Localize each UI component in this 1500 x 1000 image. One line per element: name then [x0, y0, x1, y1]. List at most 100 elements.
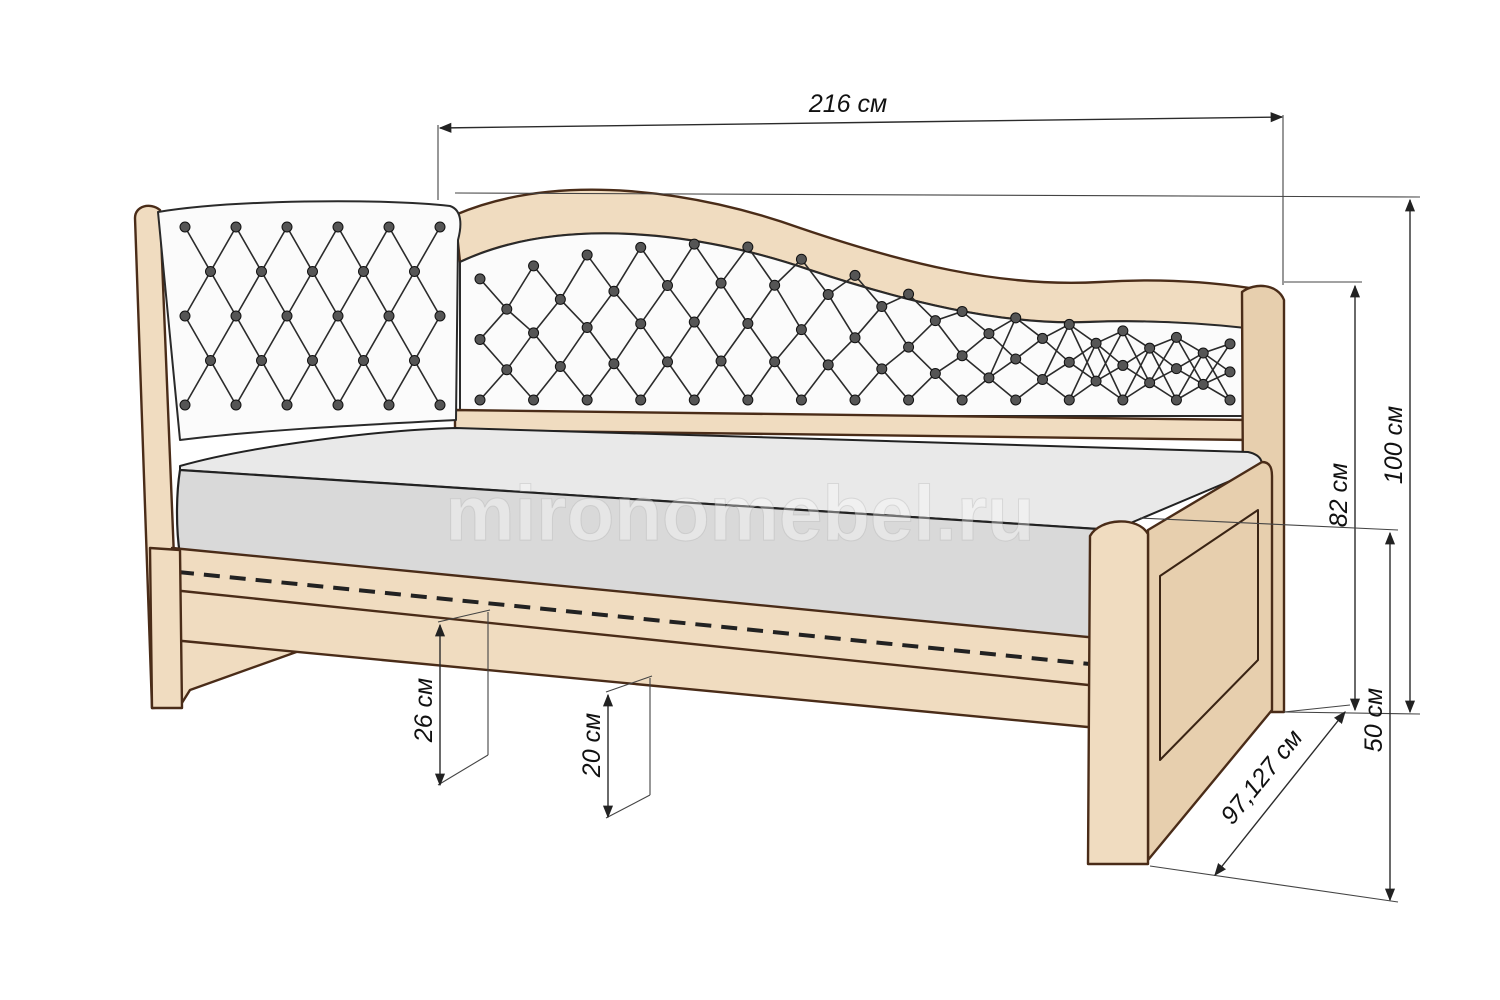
tuft-seam [209, 271, 237, 317]
tuft-button [474, 273, 486, 285]
tuft-button [528, 260, 540, 272]
tuft-button [1117, 325, 1129, 337]
tuft-button [769, 279, 781, 291]
tuft-seam [184, 226, 212, 272]
tuft-button [581, 249, 593, 261]
back-height-label: 82 см [1325, 463, 1353, 527]
tuft-seam [532, 365, 561, 401]
tuft-seam [1015, 378, 1043, 401]
tuft-seam [666, 243, 695, 286]
tuft-seam [311, 315, 339, 361]
tuft-button [608, 285, 620, 297]
tuft-button [332, 221, 344, 233]
tuft-seam [235, 315, 263, 361]
tuft-seam [800, 329, 829, 366]
tuft-seam [388, 315, 416, 361]
tuft-seam [720, 282, 749, 324]
tuft-button [554, 360, 566, 372]
tuft-seam [747, 323, 776, 363]
dimension-lines [434, 112, 1421, 903]
tuft-button [281, 399, 293, 411]
tuft-seam [881, 346, 910, 370]
tuft-seam [586, 254, 615, 292]
tuft-seam [881, 368, 910, 401]
tuft-seam [479, 278, 508, 310]
tuft-button [1144, 377, 1156, 389]
tuft-seam [1015, 317, 1043, 340]
tuft-seam [337, 360, 365, 406]
tuft-button [409, 266, 420, 277]
drawer-height-label: 26 см [410, 678, 438, 743]
left-headboard-cushion [157, 200, 462, 441]
tuft-seam [337, 271, 365, 317]
tuft-seam [774, 258, 802, 286]
tuft-button [307, 266, 318, 277]
tuft-button [528, 394, 540, 406]
tuft-seam [260, 271, 288, 317]
tuft-button [554, 293, 566, 305]
tuft-button [849, 332, 861, 344]
tuft-seam [640, 285, 669, 325]
tuft-seam [934, 372, 963, 401]
tuft-seam [613, 323, 642, 365]
tuft-button [688, 238, 700, 250]
tuft-button [528, 327, 540, 339]
tuft-seam [586, 363, 615, 401]
bed-illustration [133, 188, 1286, 866]
tuft-seam [693, 321, 722, 362]
tuft-button [281, 221, 293, 233]
tuft-button [983, 328, 995, 340]
tuft-button [849, 394, 861, 406]
tuft-button [383, 221, 395, 233]
tuft-seam [184, 360, 212, 406]
tuft-button [501, 364, 513, 376]
tuft-button [1037, 332, 1048, 344]
tuft-seam [908, 346, 936, 375]
tuft-seam [559, 298, 588, 329]
tuft-button [608, 358, 620, 370]
tuft-button [205, 266, 216, 277]
tuft-button [332, 310, 344, 322]
tuft-button [1170, 394, 1182, 406]
tuft-seam [235, 226, 263, 272]
tuft-seam [693, 360, 722, 401]
tuft-button [715, 355, 727, 367]
tuft-button [1170, 331, 1182, 343]
tuft-button [383, 399, 395, 411]
tuft-seam [720, 246, 749, 284]
tuft-button [795, 394, 807, 406]
tuft-seam [1202, 343, 1231, 385]
tuft-seam [1202, 352, 1231, 401]
tuft-button [281, 310, 293, 322]
tuft-button [581, 394, 593, 406]
tuft-button [1170, 363, 1182, 375]
tuft-seam [413, 315, 441, 361]
tuft-button [795, 253, 807, 265]
tuft-button [332, 399, 344, 411]
tuft-seam [720, 360, 749, 401]
tuft-button [409, 355, 420, 366]
tuft-seam [286, 271, 314, 317]
tuft-seam [209, 315, 237, 361]
length-dimension-line [438, 112, 1284, 133]
tuft-button [1197, 378, 1209, 390]
tuft-button [876, 301, 888, 313]
right-front-post [1086, 520, 1150, 866]
tuft-seam [184, 271, 212, 317]
tuft-seam [613, 246, 642, 292]
tuft-seam [413, 271, 441, 317]
tuft-button [474, 394, 486, 406]
tuft-seam [800, 258, 829, 295]
tuft-seam [362, 271, 390, 317]
tuft-seam [506, 332, 535, 371]
tuft-button [715, 277, 727, 289]
tuft-seam [260, 315, 288, 361]
tuft-button [688, 316, 700, 328]
tuft-button [688, 394, 700, 406]
tuft-seam [613, 290, 642, 325]
tuft-button [956, 394, 968, 406]
tuft-seam [881, 306, 910, 348]
tuft-button [1090, 337, 1102, 349]
tuft-seam [479, 369, 508, 401]
tuft-seam [800, 364, 829, 401]
